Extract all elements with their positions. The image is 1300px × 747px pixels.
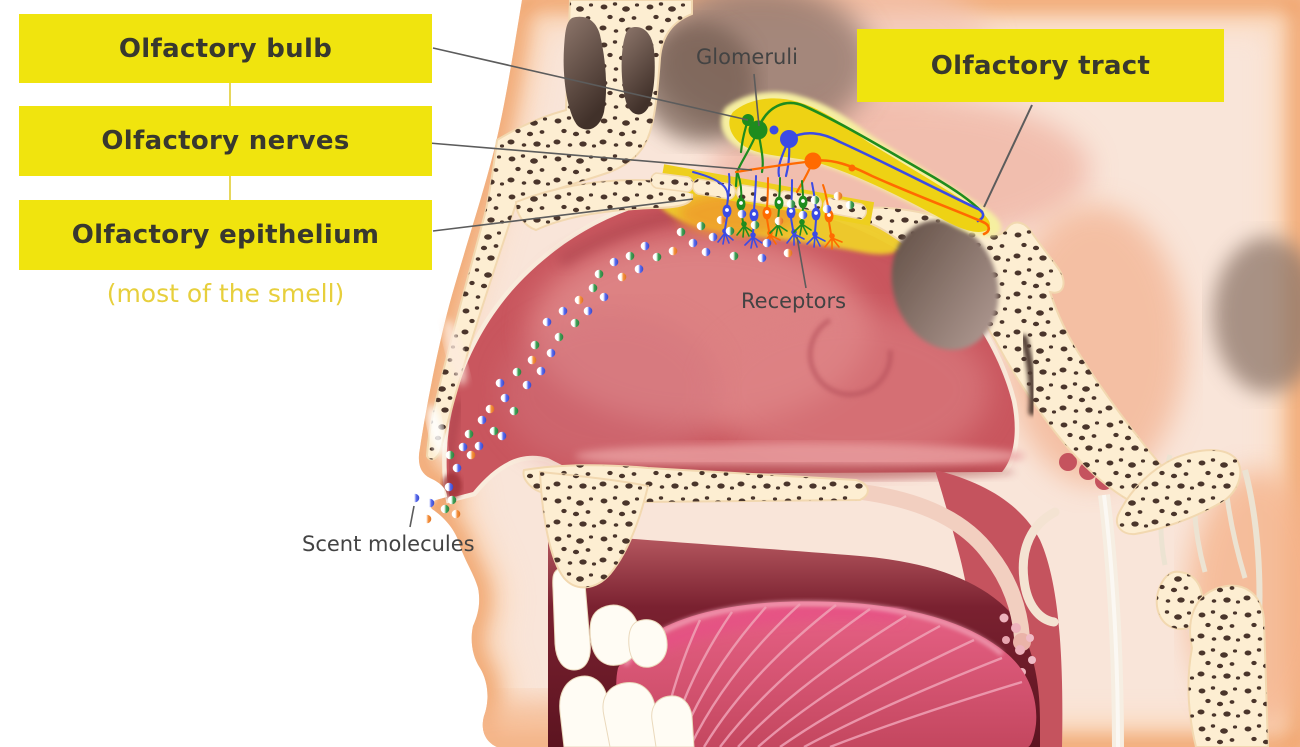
mouth xyxy=(548,484,1060,747)
scent-dot xyxy=(774,216,784,226)
leader-olfactory-nerves xyxy=(428,142,753,171)
scent-dot xyxy=(452,463,462,473)
scent-dot xyxy=(474,441,484,451)
scent-dot xyxy=(668,246,678,256)
scent-dot xyxy=(737,209,747,219)
neuron-orange xyxy=(734,152,991,236)
scent-dot xyxy=(522,380,532,390)
scent-dot xyxy=(546,348,556,358)
scent-dot xyxy=(477,415,487,425)
label-connector xyxy=(229,83,231,106)
scent-dot xyxy=(444,482,454,492)
scent-dot xyxy=(688,238,698,248)
scent-dot xyxy=(440,504,450,514)
scent-dot xyxy=(445,450,455,460)
scent-dot xyxy=(725,226,735,236)
label-receptors: Receptors xyxy=(741,289,847,313)
scent-dot xyxy=(708,232,718,242)
leader-lines xyxy=(409,47,1033,528)
scent-dot xyxy=(489,426,499,436)
scent-dot xyxy=(750,220,760,230)
scent-dot xyxy=(822,204,832,214)
leader-olfactory-tract xyxy=(983,104,1033,208)
label-olfactory-bulb: Olfactory bulb xyxy=(19,14,432,83)
scent-dot xyxy=(464,429,474,439)
scent-dot xyxy=(798,210,808,220)
scent-dot xyxy=(536,366,546,376)
scent-dot xyxy=(757,253,767,263)
scent-dot xyxy=(512,367,522,377)
scent-dot xyxy=(810,195,820,205)
scent-dot xyxy=(696,221,706,231)
scent-dot xyxy=(458,442,468,452)
scent-dot xyxy=(762,238,772,248)
label-epithelium-note: (most of the smell) xyxy=(106,279,345,308)
scent-dot xyxy=(640,241,650,251)
scent-dot xyxy=(447,495,457,505)
label-olfactory-nerves: Olfactory nerves xyxy=(19,106,432,176)
leader-olfactory-bulb xyxy=(432,47,749,121)
scent-dot xyxy=(558,306,568,316)
sphenoid-sinus xyxy=(891,220,1036,416)
scent-dot xyxy=(485,404,495,414)
scent-dot xyxy=(701,247,711,257)
scent-dot xyxy=(410,493,420,503)
scent-dot xyxy=(729,251,739,261)
leader-glomeruli xyxy=(753,73,760,127)
label-olfactory-tract: Olfactory tract xyxy=(857,29,1224,102)
leader-scent-molecules xyxy=(409,505,415,528)
teeth xyxy=(552,566,695,747)
scent-dot xyxy=(466,450,476,460)
nasal-cavity xyxy=(442,191,1025,504)
leader-receptors xyxy=(796,236,807,289)
neuron-blue xyxy=(769,125,985,223)
leader-olfactory-epithelium xyxy=(432,198,694,232)
scent-molecule-dots xyxy=(410,191,855,524)
eustachian-tube xyxy=(1018,507,1060,627)
scent-dot xyxy=(542,317,552,327)
scent-dot xyxy=(588,283,598,293)
scent-dot xyxy=(497,431,507,441)
scent-dot xyxy=(617,272,627,282)
scent-dot xyxy=(527,355,537,365)
scent-dot xyxy=(634,264,644,274)
label-olfactory-epithelium: Olfactory epithelium xyxy=(19,200,432,270)
scent-dot xyxy=(845,200,855,210)
scent-dot xyxy=(574,295,584,305)
scent-dot xyxy=(451,509,461,519)
scent-dot xyxy=(530,340,540,350)
scent-dot xyxy=(583,306,593,316)
scent-dot xyxy=(570,318,580,328)
scent-dot xyxy=(609,257,619,267)
scent-dot xyxy=(500,393,510,403)
scent-dot xyxy=(594,269,604,279)
soft-palate xyxy=(854,484,1030,646)
scent-dot xyxy=(783,248,793,258)
label-scent-molecules: Scent molecules xyxy=(302,532,475,556)
label-glomeruli: Glomeruli xyxy=(696,45,798,69)
scent-dot xyxy=(652,252,662,262)
scent-dot xyxy=(422,514,432,524)
scent-dot xyxy=(425,498,435,508)
scent-dot xyxy=(509,406,519,416)
scent-dot xyxy=(676,227,686,237)
scent-dot xyxy=(716,215,726,225)
scent-dot xyxy=(786,199,796,209)
scent-dot xyxy=(495,378,505,388)
scent-dot xyxy=(625,251,635,261)
scent-dot xyxy=(833,191,843,201)
scent-dot xyxy=(554,332,564,342)
label-connector xyxy=(229,176,231,200)
scent-dot xyxy=(599,292,609,302)
